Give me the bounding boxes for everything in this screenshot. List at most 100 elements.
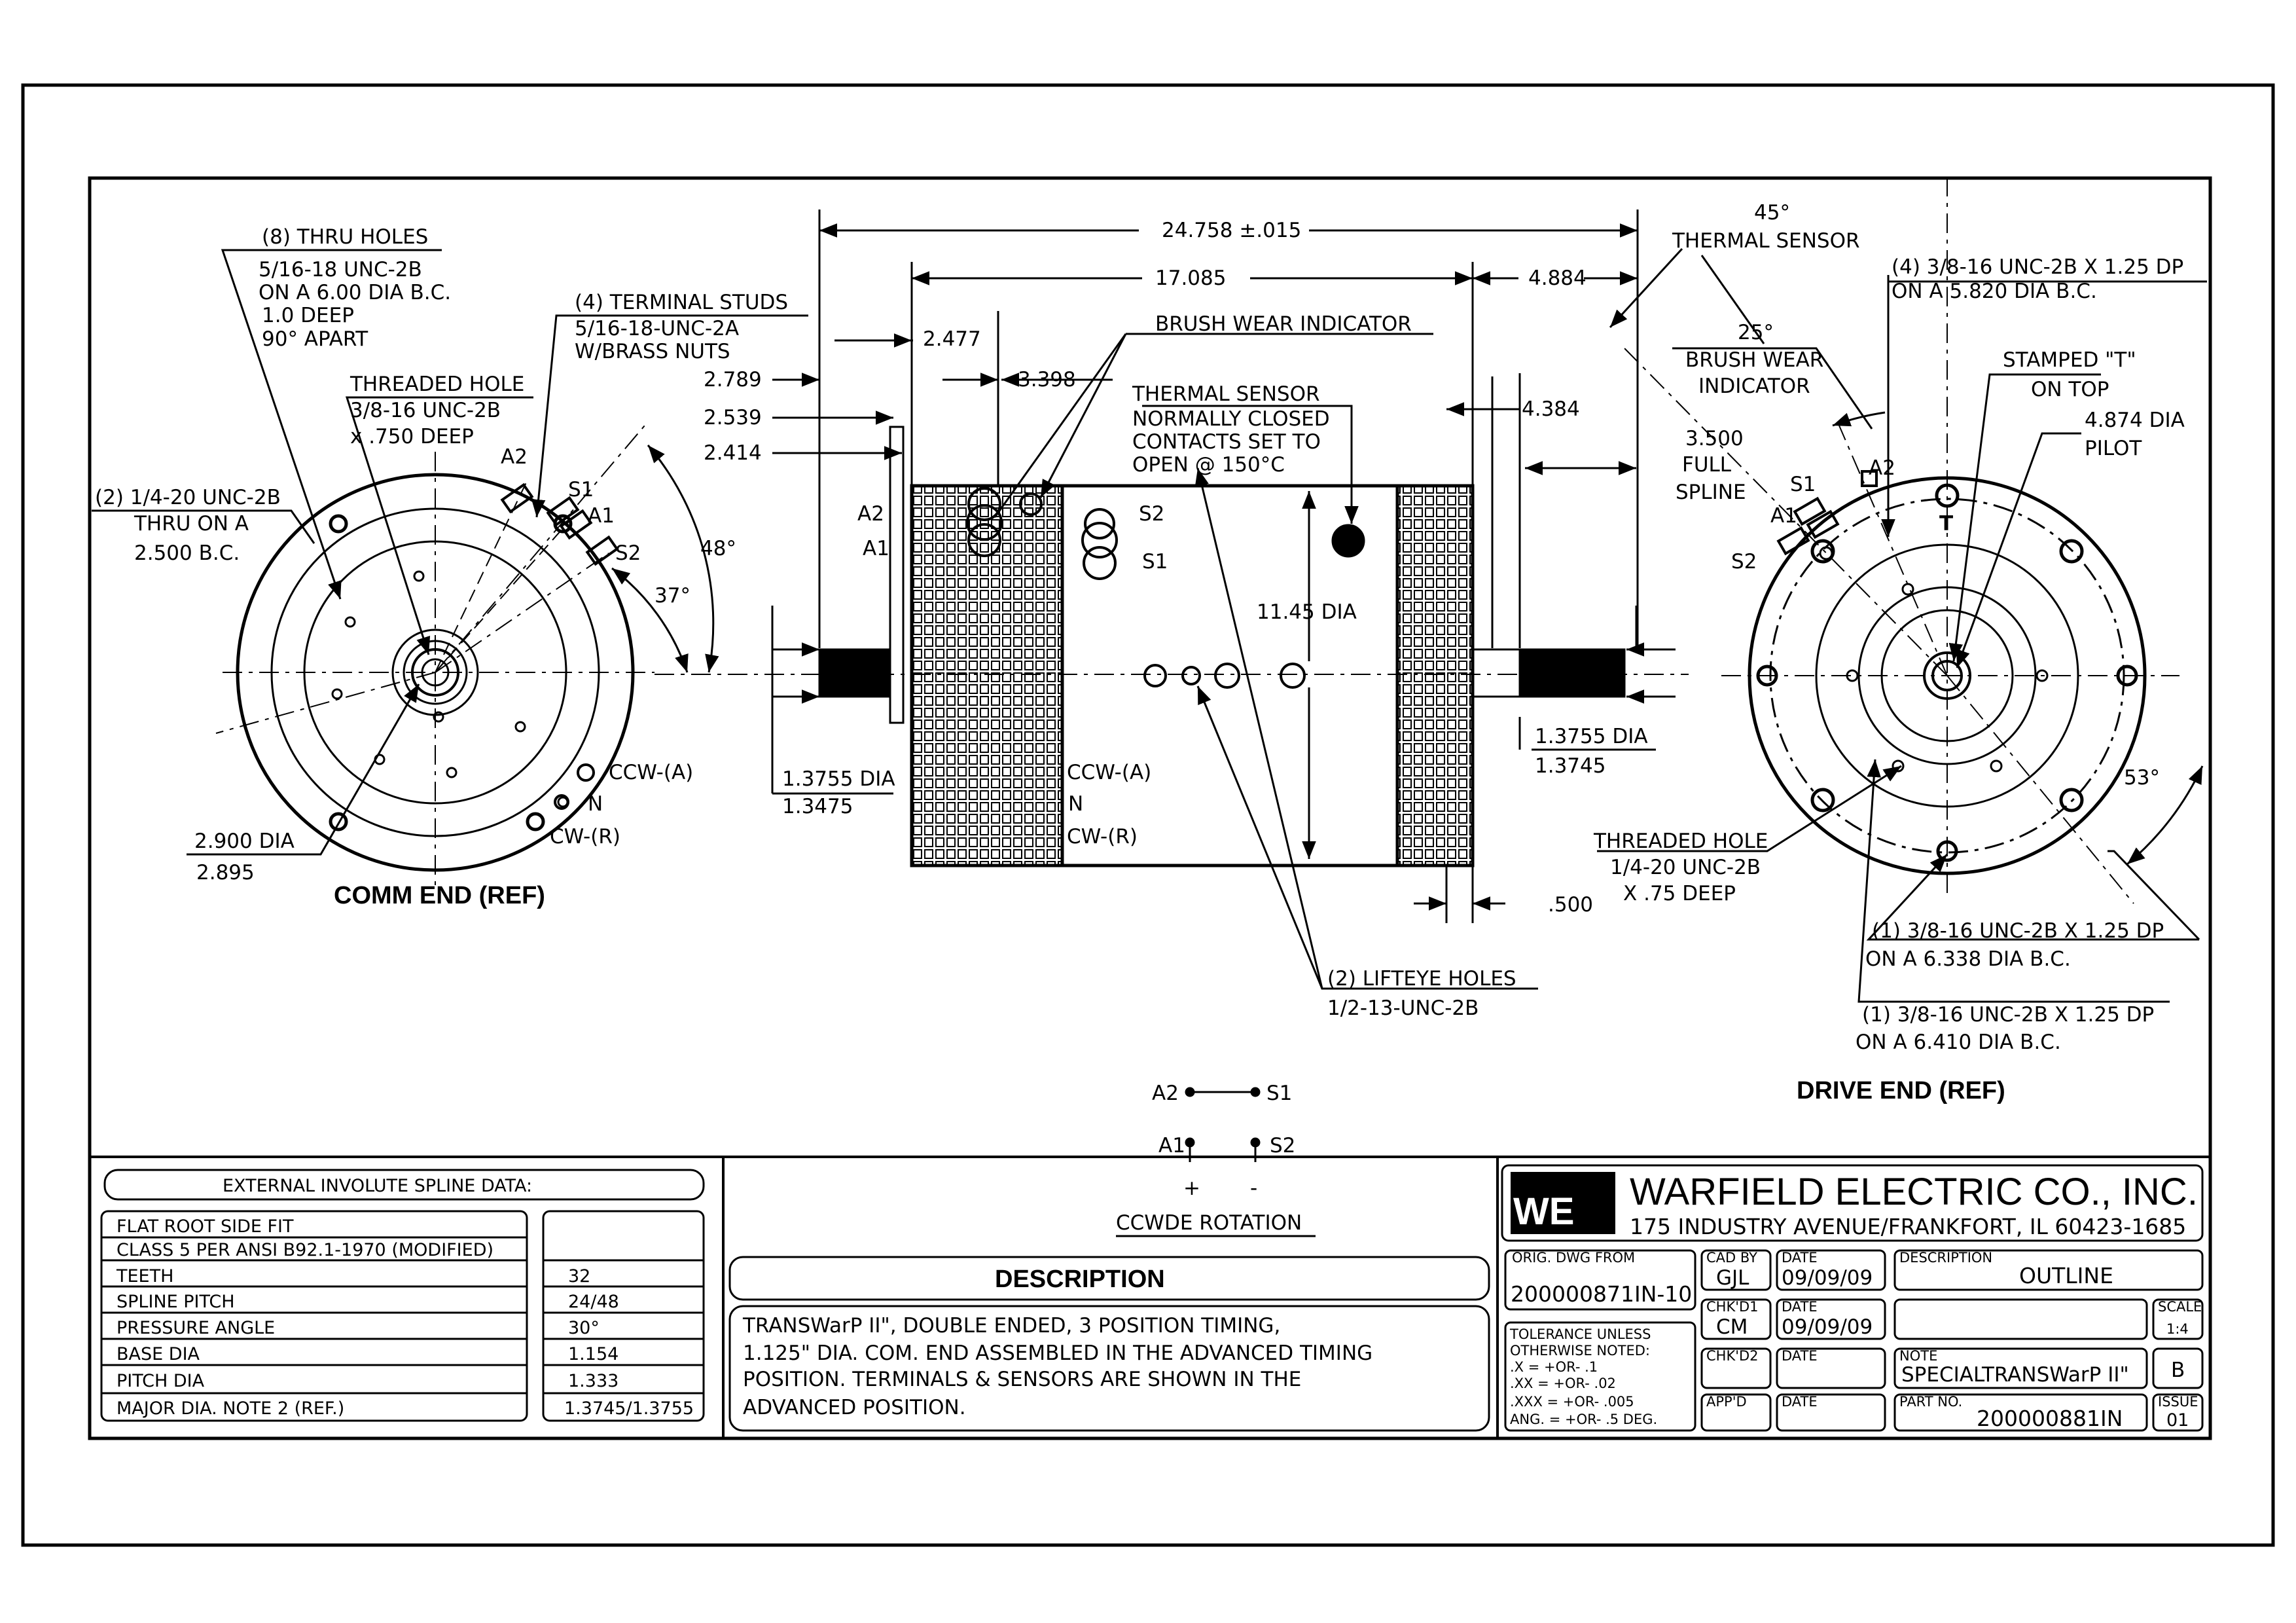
drive-brush-wear-label: BRUSH WEAR	[1685, 348, 1823, 372]
pressure-angle-label: PRESSURE ANGLE	[117, 1318, 275, 1338]
note-rev: B	[2171, 1359, 2185, 1382]
company-name: WARFIELD ELECTRIC CO., INC.	[1630, 1171, 2198, 1213]
tolerance-line-4: .XX = +OR- .02	[1510, 1376, 1616, 1391]
date-value-1: 09/09/09	[1782, 1266, 1873, 1290]
lifteye-spec: 1/2-13-UNC-2B	[1327, 996, 1479, 1020]
date-value-2: 09/09/09	[1782, 1315, 1873, 1339]
dim-3398: 3.398	[1018, 368, 1076, 392]
base-dia-value: 1.154	[568, 1344, 619, 1364]
appd-label: APP'D	[1706, 1394, 1747, 1410]
thru-holes-depth: 1.0 DEEP	[262, 304, 354, 327]
desc-value: OUTLINE	[2019, 1263, 2113, 1288]
comm-threaded-hole-label: THREADED HOLE	[350, 373, 524, 396]
dim-2414: 2.414	[704, 441, 762, 465]
desc-label: DESCRIPTION	[1899, 1250, 1992, 1266]
thermal-sensor-contacts: CONTACTS SET TO	[1132, 430, 1321, 454]
schematic	[1185, 1087, 1261, 1162]
major-dia-label: MAJOR DIA. NOTE 2 (REF.)	[117, 1398, 344, 1419]
body-dia-dim: 11.45 DIA	[1257, 600, 1357, 624]
comm-cw-label: CW-(R)	[550, 825, 620, 848]
description-line-1: TRANSWarP II", DOUBLE ENDED, 3 POSITION …	[742, 1314, 1280, 1338]
comm-shaft-dia-min: 1.3475	[782, 795, 853, 818]
drive-end-leaders	[1597, 247, 2207, 1003]
side-terminal-s2: S2	[1139, 502, 1164, 526]
drive-pilot-dia: 4.874 DIA	[2085, 409, 2185, 432]
comm-threaded-hole-depth: x .750 DEEP	[350, 425, 474, 448]
stamped-t-on-top: ON TOP	[2031, 378, 2109, 401]
thermal-sensor-temp: OPEN @ 150°C	[1132, 453, 1285, 477]
thru-holes-bc: ON A 6.00 DIA B.C.	[259, 281, 451, 304]
drive-shaft-dia-min: 1.3745	[1535, 754, 1605, 778]
date-label-2: DATE	[1782, 1299, 1818, 1315]
angle-48: 48°	[700, 537, 736, 560]
spline-table-text: EXTERNAL INVOLUTE SPLINE DATA: FLAT ROOT…	[116, 1176, 694, 1419]
side-terminal-a2: A2	[857, 502, 884, 526]
comm-terminal-a2: A2	[501, 445, 528, 469]
overall-length-dim: 24.758 ±.015	[1162, 219, 1301, 242]
comm-ccw-label: CCW-(A)	[609, 761, 693, 784]
schem-a1: A1	[1158, 1134, 1185, 1158]
side-view-dimensions	[771, 210, 1676, 990]
drive-shaft-ext-dim: 4.884	[1528, 266, 1587, 290]
cad-by-value: GJL	[1716, 1266, 1749, 1290]
comm-terminal-s1: S1	[568, 478, 594, 501]
terminal-studs-spec: 5/16-18-UNC-2A	[575, 317, 739, 340]
chk1-value: CM	[1716, 1315, 1748, 1339]
schem-s1: S1	[1266, 1082, 1292, 1105]
drive-end-text: 45° THERMAL SENSOR 25° BRUSH WEAR INDICA…	[1593, 201, 2185, 1104]
dim-2477: 2.477	[923, 327, 981, 351]
angle-53: 53°	[2124, 766, 2160, 790]
drive-brush-indicator-label: INDICATOR	[1698, 374, 1810, 398]
description-line-3: POSITION. TERMINALS & SENSORS ARE SHOWN …	[743, 1368, 1301, 1391]
drive-hole2-bc: ON A 6.410 DIA B.C.	[1856, 1030, 2061, 1054]
brush-angle: 25°	[1738, 321, 1774, 344]
drive-thermal-sensor-label: THERMAL SENSOR	[1672, 229, 1860, 253]
dim-2539: 2.539	[704, 406, 762, 429]
side-terminal-s1: S1	[1142, 550, 1168, 574]
spline-fit: FLAT ROOT SIDE FIT	[117, 1216, 294, 1237]
comm-unc-holes-label: (2) 1/4-20 UNC-2B	[95, 486, 281, 509]
dim-2789: 2.789	[704, 368, 762, 392]
drive-holes-top: (4) 3/8-16 UNC-2B X 1.25 DP	[1892, 255, 2183, 279]
comm-shaft-dia: 1.3755 DIA	[782, 767, 895, 791]
part-no-label: PART NO.	[1899, 1394, 1962, 1410]
pitch-dia-label: PITCH DIA	[117, 1371, 205, 1391]
orig-dwg-value: 200000871IN-10	[1511, 1281, 1692, 1307]
body-length-dim: 17.085	[1155, 266, 1226, 290]
major-dia-value: 1.3745/1.3755	[564, 1398, 694, 1419]
comm-unc-holes-bc: 2.500 B.C.	[134, 541, 240, 565]
note-label: NOTE	[1899, 1348, 1937, 1364]
drive-terminal-a2: A2	[1869, 456, 1895, 480]
thru-holes-spec: 5/16-18 UNC-2B	[259, 258, 422, 282]
drive-terminal-s1: S1	[1790, 473, 1816, 496]
drive-terminal-s2: S2	[1731, 550, 1757, 574]
comm-end-leaders	[92, 249, 808, 856]
stamped-t-label: STAMPED "T"	[2003, 348, 2136, 372]
drive-hole2-label: (1) 3/8-16 UNC-2B X 1.25 DP	[1862, 1003, 2154, 1027]
side-neutral-label: N	[1068, 792, 1083, 816]
lifteye-label: (2) LIFTEYE HOLES	[1327, 967, 1516, 991]
comm-pilot-dia: 2.900 DIA	[194, 830, 295, 853]
pitch-dia-value: 1.333	[568, 1371, 619, 1391]
brush-wear-label: BRUSH WEAR INDICATOR	[1155, 312, 1412, 336]
issue-label: ISSUE	[2158, 1394, 2198, 1410]
comm-end-view	[215, 425, 719, 890]
dim-500: .500	[1548, 893, 1593, 917]
side-cw-label: CW-(R)	[1067, 825, 1138, 848]
schem-a2: A2	[1152, 1082, 1179, 1105]
tolerance-line-5: .XXX = +OR- .005	[1510, 1394, 1634, 1410]
thermal-sensor-nc: NORMALLY CLOSED	[1132, 407, 1330, 431]
comm-neutral-label: N	[588, 792, 603, 816]
tolerance-line-2: OTHERWISE NOTED:	[1510, 1343, 1650, 1359]
part-no-value: 200000881IN	[1977, 1406, 2123, 1431]
drive-holes-top-bc: ON A 5.820 DIA B.C.	[1892, 280, 2097, 303]
side-view-text: 24.758 ±.015 17.085 4.884 2.477 3.398 2.…	[704, 219, 1746, 1020]
date-label-1: DATE	[1782, 1250, 1818, 1266]
drive-hole1-label: (1) 3/8-16 UNC-2B X 1.25 DP	[1872, 919, 2164, 943]
schematic-text: A2 S1 A1 S2 + - CCWDE ROTATION	[1116, 1082, 1316, 1237]
terminal-studs-label: (4) TERMINAL STUDS	[575, 291, 788, 314]
description-line-4: ADVANCED POSITION.	[743, 1396, 966, 1419]
thru-holes-label: (8) THRU HOLES	[262, 225, 428, 249]
drive-threaded-hole-depth: X .75 DEEP	[1623, 882, 1736, 905]
